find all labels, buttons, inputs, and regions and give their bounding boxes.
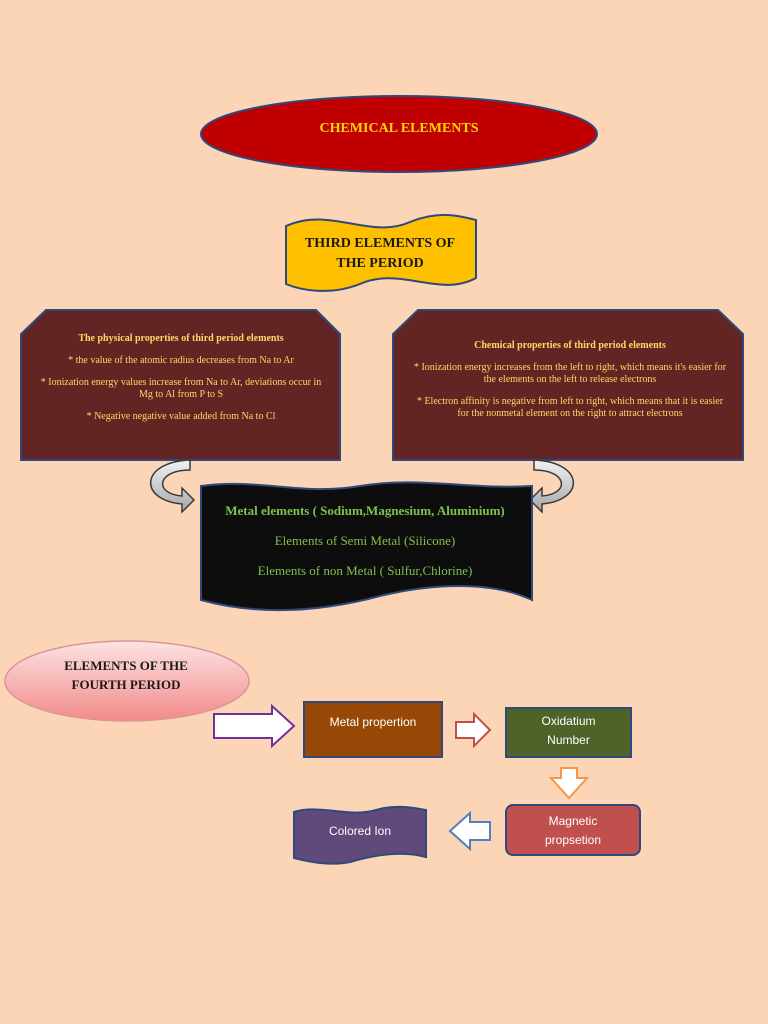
third-period-banner — [285, 213, 477, 292]
oxidation-number-label-line2: Number — [547, 733, 590, 747]
element-group-semimetal: Elements of Semi Metal (Silicone) — [274, 533, 456, 548]
arrow-right-large-icon — [213, 703, 296, 749]
chemical-properties-text: Chemical properties of third period elem… — [412, 340, 728, 430]
oxidation-number-label-line1: Oxidatium — [541, 714, 596, 728]
colored-ion-box — [293, 805, 427, 865]
fourth-period-title-line1: ELEMENTS OF THE — [64, 658, 188, 673]
element-groups-box — [200, 481, 533, 612]
arrow-down-icon — [548, 767, 590, 800]
physical-property-item: * Ionization energy values increase from… — [40, 377, 322, 400]
physical-property-item: * the value of the atomic radius decreas… — [68, 355, 294, 366]
page-title: CHEMICAL ELEMENTS — [319, 121, 479, 136]
chemical-property-item: * Ionization energy increases from the l… — [413, 362, 727, 385]
fourth-period-ellipse — [4, 640, 250, 722]
chemical-property-item: * Electron affinity is negative from lef… — [416, 396, 724, 419]
physical-properties-box — [20, 309, 341, 461]
magnetic-propsetion-label-line1: Magnetic — [548, 814, 598, 828]
oxidation-number-label: Oxidatium Number — [506, 712, 631, 750]
curved-arrow-right-icon — [528, 459, 574, 514]
magnetic-propsetion-box — [505, 804, 641, 856]
arrow-right-small-icon — [455, 711, 492, 749]
chemical-properties-heading: Chemical properties of third period elem… — [474, 340, 666, 351]
metal-propertion-box — [303, 701, 443, 758]
third-period-title: THIRD ELEMENTS OF THE PERIOD — [290, 234, 470, 274]
physical-properties-text: The physical properties of third period … — [38, 333, 324, 433]
physical-properties-heading: The physical properties of third period … — [78, 333, 284, 344]
element-group-metal: Metal elements ( Sodium,Magnesium, Alumi… — [225, 503, 505, 518]
physical-property-item: * Negative negative value added from Na … — [86, 411, 276, 422]
element-groups-list: Metal elements ( Sodium,Magnesium, Alumi… — [205, 502, 525, 592]
magnetic-propsetion-label-line2: propsetion — [544, 833, 602, 847]
third-period-title-line2: THE PERIOD — [336, 256, 424, 271]
chemical-properties-box — [392, 309, 744, 461]
third-period-title-line1: THIRD ELEMENTS OF — [304, 236, 456, 251]
fourth-period-title-line2: FOURTH PERIOD — [71, 677, 181, 692]
metal-propertion-label: Metal propertion — [329, 715, 417, 729]
oxidation-number-box — [505, 707, 632, 758]
colored-ion-label: Colored Ion — [328, 824, 392, 838]
title-ellipse — [200, 95, 598, 173]
fourth-period-title: ELEMENTS OF THE FOURTH PERIOD — [20, 656, 232, 694]
curved-arrow-left-icon — [150, 459, 196, 514]
element-group-nonmetal: Elements of non Metal ( Sulfur,Chlorine) — [257, 563, 473, 578]
arrow-left-icon — [448, 810, 491, 852]
magnetic-propsetion-label: Magnetic propsetion — [506, 812, 640, 850]
